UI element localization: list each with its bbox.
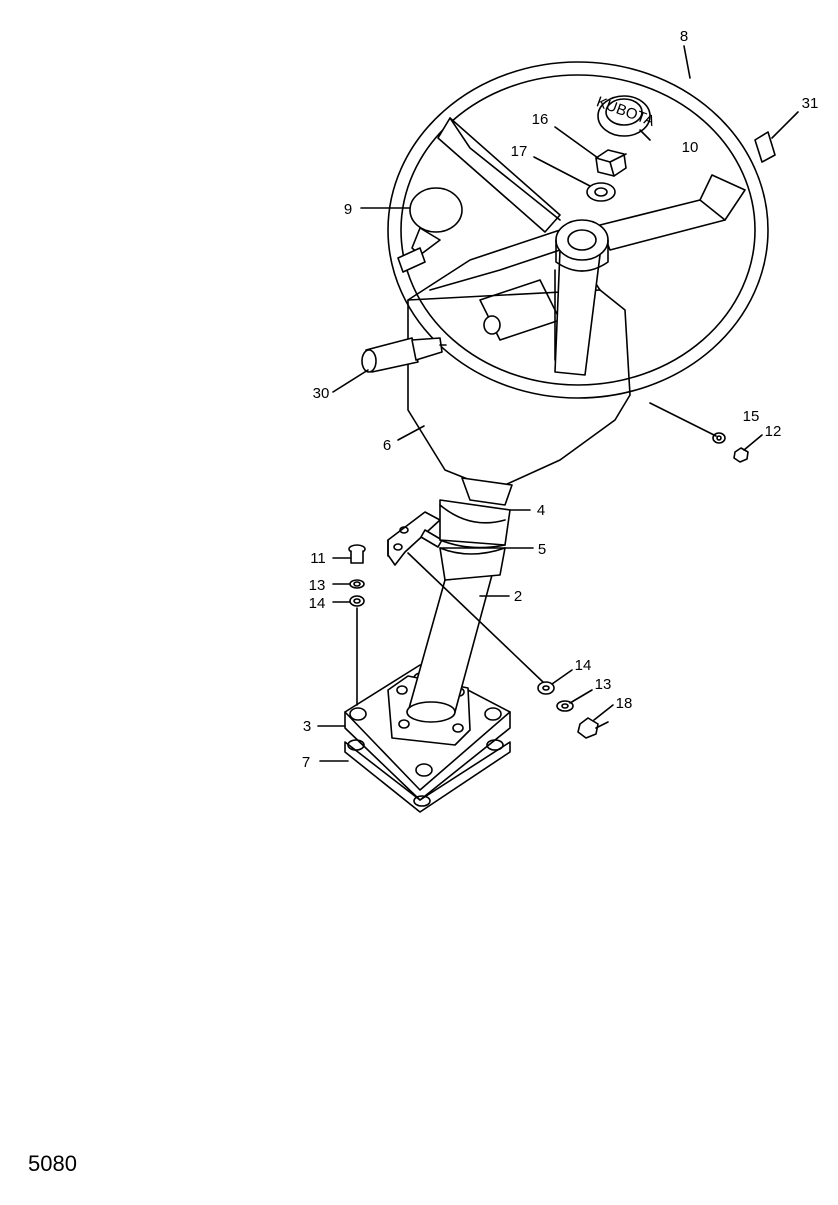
horn-button: KUBOTA bbox=[594, 93, 657, 137]
callouts: 8 31 16 10 17 9 30 15 12 6 4 5 11 13 2 1… bbox=[302, 28, 819, 771]
washer-13-left bbox=[349, 579, 365, 589]
steering-column-tube bbox=[406, 574, 493, 723]
callout-14-right: 14 bbox=[575, 657, 592, 674]
callout-13-left: 13 bbox=[309, 577, 326, 594]
callout-18: 18 bbox=[616, 695, 633, 712]
callout-7: 7 bbox=[302, 754, 310, 771]
page-code: 5080 bbox=[28, 1151, 77, 1176]
washer-14-right bbox=[537, 681, 555, 695]
callout-13-right: 13 bbox=[595, 676, 612, 693]
callout-5: 5 bbox=[538, 541, 546, 558]
bolt-18 bbox=[577, 717, 609, 739]
washer-13-right bbox=[556, 700, 574, 712]
callout-12: 12 bbox=[765, 423, 782, 440]
callout-8: 8 bbox=[680, 28, 688, 45]
callout-6: 6 bbox=[383, 437, 391, 454]
column-bracket bbox=[387, 511, 443, 566]
hub-nut bbox=[595, 149, 627, 177]
cover-neck bbox=[461, 477, 513, 506]
callout-3: 3 bbox=[303, 718, 311, 735]
turn-signal-switch bbox=[754, 131, 776, 163]
callout-16: 16 bbox=[532, 111, 549, 128]
callout-10: 10 bbox=[682, 139, 699, 156]
callout-4: 4 bbox=[537, 502, 545, 519]
callout-17: 17 bbox=[511, 143, 528, 160]
callout-30: 30 bbox=[313, 385, 330, 402]
spinner-knob bbox=[397, 187, 463, 273]
steering-wheel bbox=[387, 61, 769, 399]
nut-12 bbox=[733, 447, 749, 463]
callout-31: 31 bbox=[802, 95, 819, 112]
bolt-11 bbox=[348, 544, 366, 564]
callout-11: 11 bbox=[310, 550, 326, 567]
lower-clamp-band bbox=[439, 547, 506, 581]
hub-washer bbox=[586, 182, 616, 202]
callout-2: 2 bbox=[514, 588, 522, 605]
leader-lines bbox=[317, 45, 799, 762]
callout-14-left: 14 bbox=[309, 595, 326, 612]
upper-clamp-band bbox=[439, 499, 511, 549]
callout-15: 15 bbox=[743, 408, 760, 425]
washer-14-left bbox=[349, 595, 365, 607]
callout-9: 9 bbox=[344, 201, 352, 218]
hand-throttle-lever bbox=[361, 337, 447, 373]
washer-15 bbox=[712, 432, 726, 444]
